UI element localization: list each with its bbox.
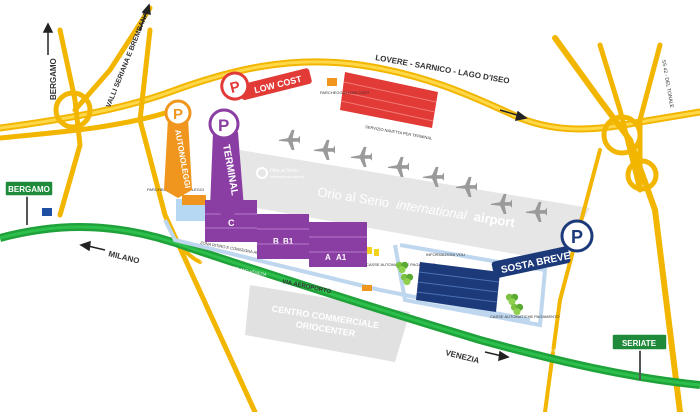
tree-icon: [505, 293, 519, 306]
tree-icon: [395, 261, 409, 274]
parking-marker-low-cost: LOW COST P: [220, 68, 312, 101]
airport-logo-line1: Orio al Serio: [270, 168, 298, 174]
lot-sosta-breve: INFORMAZIONI VOLI CASSE AUTOMATICHE PAGA…: [395, 252, 560, 319]
parking-p-low-cost: P: [228, 78, 242, 97]
parking-p-sosta-breve: P: [571, 227, 583, 247]
note-payment-right: CASSE AUTOMATICHE PAGAMENTO: [490, 314, 560, 319]
airplane-icon: [278, 129, 300, 150]
sign-bergamo-label: BERGAMO: [8, 185, 50, 194]
lot-low-cost: PARCHEGGIO LOW COST SERVIZIO NAVETTA PER…: [320, 72, 438, 141]
note-low-cost-drop: PARCHEGGIO LOW COST: [320, 90, 370, 95]
lot-b-label: B: [273, 237, 279, 246]
lot-c-label: C: [228, 218, 235, 228]
note-shuttle: SERVIZIO NAVETTA PER TERMINAL: [365, 124, 434, 141]
arrow-east-lovere: [499, 109, 528, 121]
airport-logo-line2: international airport: [270, 174, 305, 179]
lot-purple: C B B1 A A1: [205, 200, 367, 267]
parking-icon: [220, 71, 250, 101]
lot-a1-label: A1: [336, 253, 347, 262]
airport-name-end: airport: [473, 209, 517, 230]
parking-icon: [208, 108, 240, 140]
road-label-bergamo: BERGAMO: [49, 58, 58, 100]
sign-seriate-label: SERIATE: [622, 339, 657, 348]
sign-seriate: SERIATE: [611, 333, 668, 380]
parking-marker-sosta-breve: SOSTA BREVE P: [491, 219, 594, 279]
parking-icon: [560, 219, 594, 253]
road-label-milano: MILANO: [108, 249, 141, 265]
airport-logo-icon: [256, 167, 268, 179]
motorway-a4: [0, 223, 700, 389]
parking-icon: [164, 99, 192, 127]
road-label-ss42: SS 42 - DEL TONALE: [660, 59, 675, 109]
arrow-north-valli: [139, 3, 151, 31]
parking-p-terminal: P: [218, 116, 229, 135]
parking-marker-autonoleggi: P AUTONOLEGGI: [164, 99, 192, 198]
yellow-road-network: [0, 5, 700, 415]
airplane-icon: [350, 146, 372, 167]
lot-b: [257, 214, 309, 259]
lot-a: [309, 222, 367, 267]
airplane-icon: [313, 139, 335, 160]
arrow-west-milano: [79, 240, 106, 252]
sign-bergamo: BERGAMO: [4, 180, 54, 225]
arrow-east-venezia: [484, 350, 510, 362]
parking-marker-terminal: P TERMINAL: [208, 108, 244, 218]
airplane-icon: [387, 156, 409, 177]
shopping-center: CENTRO COMMERCIALE ORIOCENTER: [245, 285, 410, 362]
parking-p-autonoleggi: P: [173, 106, 183, 123]
arrow-north-bergamo: [42, 22, 54, 55]
road-label-venezia: VENEZIA: [445, 348, 481, 365]
lot-b1-label: B1: [283, 237, 294, 246]
note-flight-info: INFORMAZIONI VOLI: [426, 252, 465, 257]
airport-apron: [240, 150, 590, 262]
direction-arrows: [42, 3, 528, 362]
lot-a-label: A: [325, 253, 331, 262]
